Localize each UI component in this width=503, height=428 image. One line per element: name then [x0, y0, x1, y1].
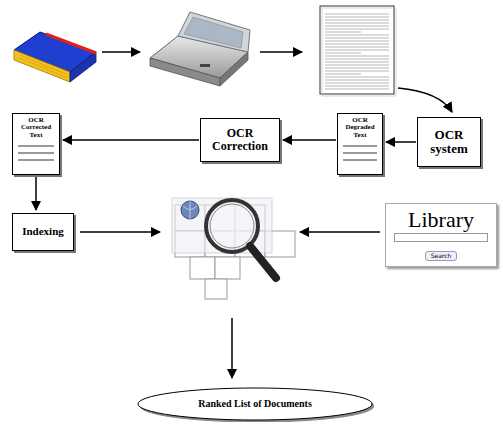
scanned-page-illustration — [320, 6, 396, 96]
flow-arrow — [102, 51, 140, 53]
flow-arrow — [300, 231, 380, 233]
flow-arrow — [260, 51, 302, 53]
process-box: OCR Correction — [200, 118, 280, 162]
flow-connector — [386, 141, 416, 143]
panel-title: Library — [390, 208, 492, 231]
text-line-marks — [15, 142, 57, 164]
node-label: Ranked List of Documents — [198, 399, 312, 410]
result-ellipse: Ranked List of Documents — [136, 386, 374, 422]
process-box: Indexing — [12, 213, 74, 251]
flow-connector — [63, 139, 199, 141]
node-label: OCR Degraded Text — [340, 117, 380, 139]
search-illustration — [172, 198, 295, 299]
flow-connector — [35, 176, 37, 210]
process-box: OCR system — [417, 117, 481, 167]
search-panel: LibrarySearch — [385, 203, 497, 267]
flow-arrow — [398, 88, 452, 112]
scanner-illustration — [150, 12, 250, 86]
text-line-marks — [340, 142, 380, 164]
document-box: OCR Corrected Text — [12, 113, 60, 175]
document-box: OCR Degraded Text — [337, 113, 383, 175]
book-illustration — [14, 32, 96, 82]
search-field — [394, 233, 488, 242]
node-label: Indexing — [22, 226, 64, 238]
node-label: OCR Corrected Text — [15, 117, 57, 139]
flow-arrow — [80, 231, 160, 233]
flow-arrow — [231, 318, 233, 378]
node-label: OCR system — [421, 128, 477, 155]
node-label: OCR Correction — [204, 127, 276, 152]
search-button: Search — [425, 251, 458, 261]
flow-connector — [283, 139, 336, 141]
